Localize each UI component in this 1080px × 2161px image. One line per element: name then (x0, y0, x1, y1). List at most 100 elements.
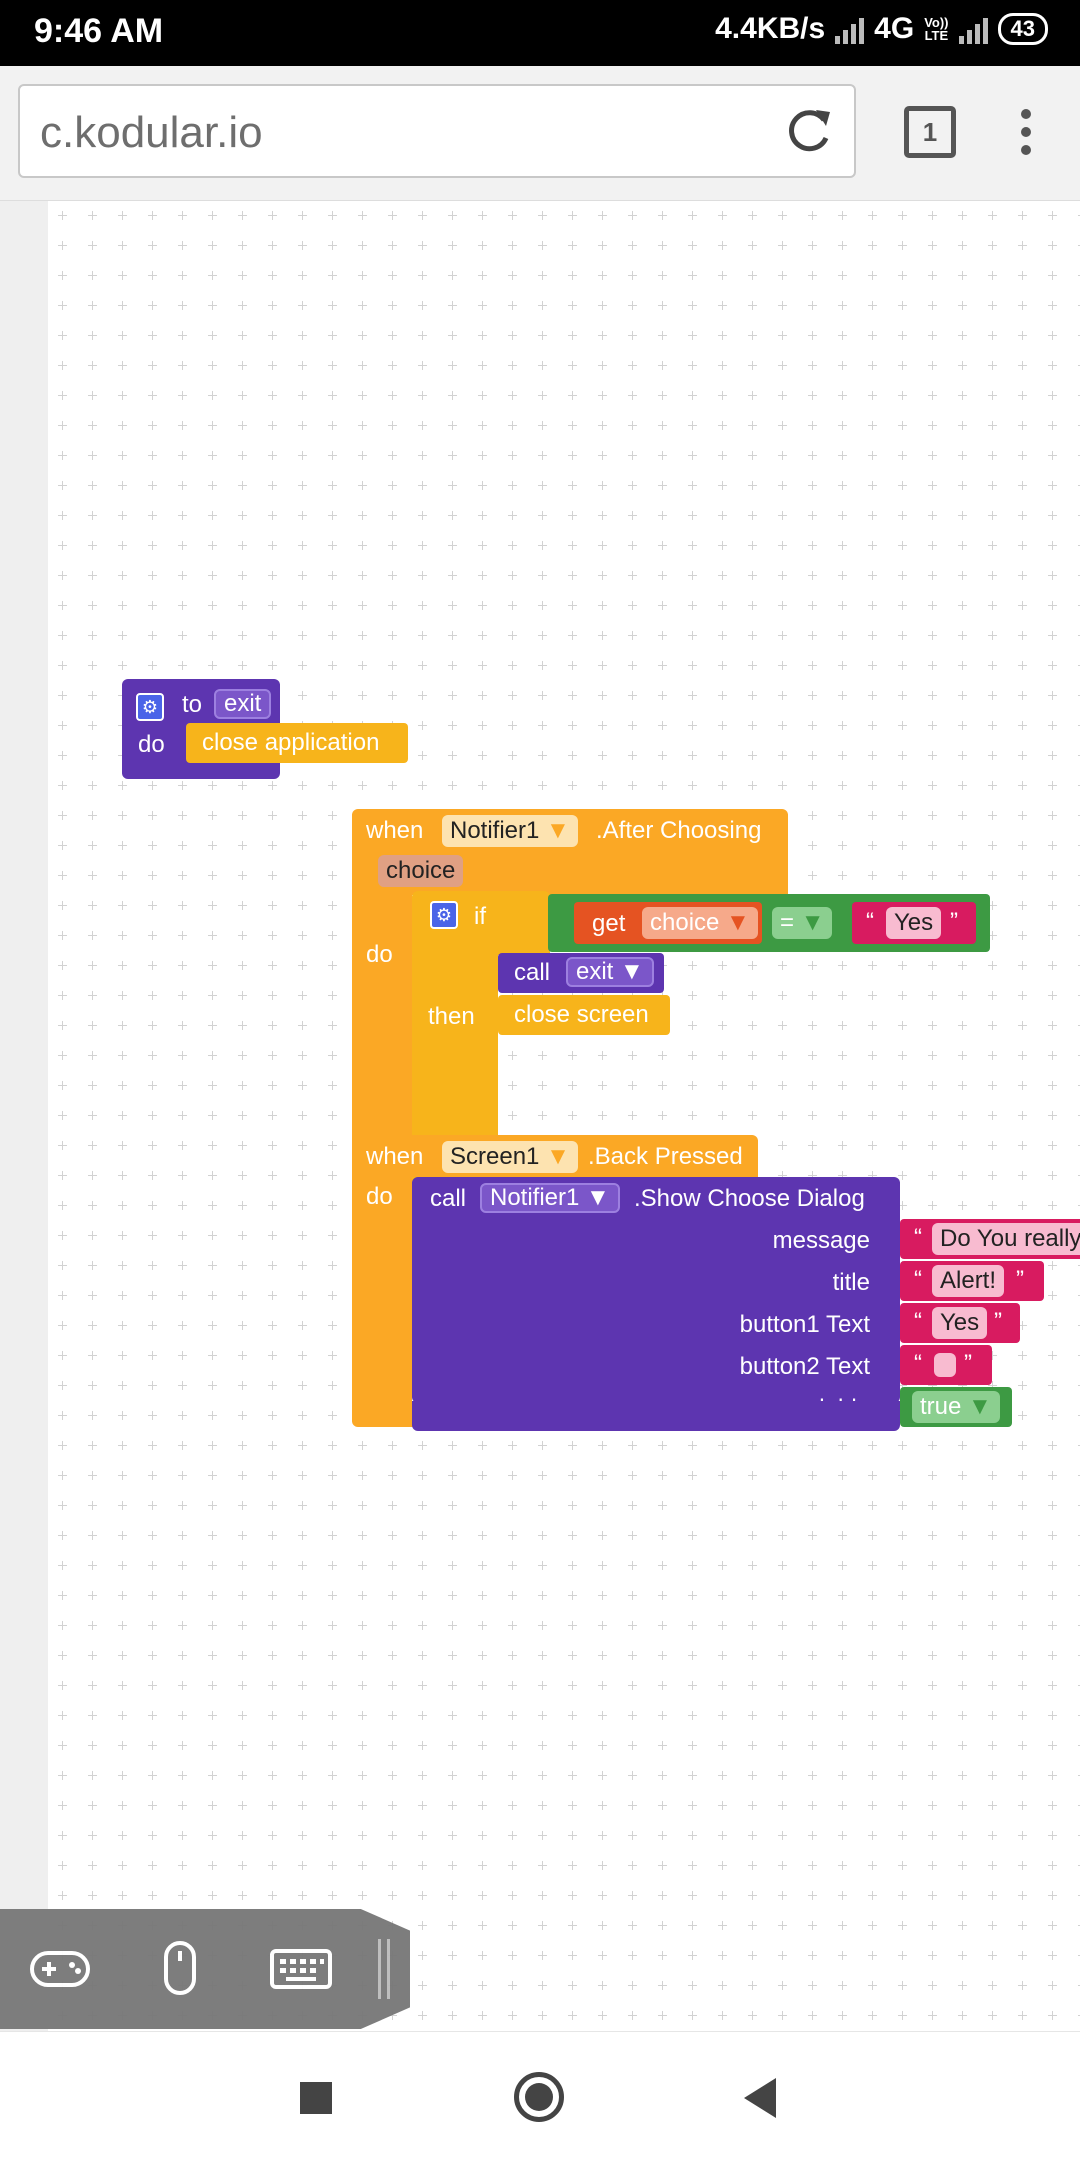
event-block-back-pressed[interactable]: when Screen1 ▼ .Back Pressed (352, 1135, 758, 1177)
signal-icon-2 (958, 14, 988, 44)
arg-label-button1: button1 Text (739, 1311, 870, 1338)
compare-operator-dropdown[interactable]: = ▼ (772, 907, 833, 939)
after-component-text: Notifier1 (450, 817, 540, 844)
call-proc-dropdown[interactable]: exit ▼ (566, 957, 654, 987)
status-bar: 9:46 AM 4.4KB/s 4G Vo))LTE 43 (0, 0, 1080, 66)
back-component-dropdown[interactable]: Screen1 ▼ (442, 1141, 578, 1173)
arg-title-text-block[interactable]: “ Alert! ” (900, 1261, 1044, 1301)
compare-block[interactable]: get choice ▼ = ▼ “ Yes ” (548, 894, 990, 952)
close-screen-label: close screen (514, 1001, 649, 1028)
text-yes-field[interactable]: Yes (886, 907, 942, 939)
volte-top: Vo)) (924, 15, 949, 30)
arg-cancelable-dropdown[interactable]: true ▼ (912, 1391, 1000, 1423)
arg-button1-value[interactable]: Yes (932, 1307, 988, 1339)
proc-name-field[interactable]: exit (214, 689, 272, 719)
arg-title-quote-open: “ (914, 1266, 922, 1293)
arg-button1-text-block[interactable]: “ Yes ” (900, 1303, 1020, 1343)
arg-button2-quote-open: “ (914, 1350, 922, 1377)
arg-title-quote-close: ” (1016, 1266, 1024, 1293)
close-application-label: close application (202, 729, 380, 756)
arg-label-button2: button2 Text (739, 1353, 870, 1380)
volte-bottom: LTE (924, 28, 949, 43)
dialog-notifier-dropdown[interactable]: Notifier1 ▼ (480, 1183, 620, 1213)
gear-icon[interactable]: ⚙ (136, 693, 164, 721)
if-label: if (474, 903, 486, 930)
after-when-label: when (366, 817, 424, 844)
quote-close: ” (950, 908, 958, 935)
overflow-menu-icon[interactable] (1014, 104, 1038, 168)
blocks-workspace[interactable]: ⚙ to exit do close application when Noti… (0, 201, 1080, 2031)
chevron-down-icon: ▼ (620, 958, 644, 985)
chevron-down-icon: ▼ (546, 817, 570, 844)
back-do-body: do (352, 1177, 412, 1407)
get-label: get (592, 910, 626, 937)
after-param-choice[interactable]: choice (378, 855, 464, 887)
arg-message-quote-open: “ (914, 1224, 922, 1251)
back-event-label: .Back Pressed (588, 1143, 743, 1170)
show-choose-dialog-block[interactable]: call Notifier1 ▼ .Show Choose Dialog mes… (412, 1177, 900, 1422)
quote-open: “ (866, 908, 874, 935)
close-screen-block[interactable]: close screen (498, 995, 670, 1035)
system-nav-bar (0, 2031, 1080, 2161)
get-var-dropdown[interactable]: choice ▼ (642, 907, 758, 939)
status-indicators: 4.4KB/s 4G Vo))LTE 43 (715, 12, 1048, 46)
chevron-down-icon: ▼ (546, 1143, 570, 1170)
arg-message-value[interactable]: Do You really (932, 1223, 1080, 1255)
gamepad-icon[interactable] (28, 1939, 92, 1999)
volte-icon: Vo))LTE (924, 16, 948, 42)
network-type: 4G (874, 12, 915, 45)
dialog-notifier-text: Notifier1 (490, 1184, 580, 1211)
chevron-down-icon: ▼ (726, 909, 750, 936)
arg-button1-quote-close: ” (994, 1308, 1002, 1335)
close-application-block[interactable]: close application (186, 723, 408, 763)
home-icon[interactable] (514, 2072, 564, 2122)
chevron-down-icon: ▼ (586, 1184, 610, 1211)
workspace-edge (0, 201, 48, 2031)
signal-icon (835, 14, 865, 44)
mouse-icon[interactable] (160, 1939, 200, 1999)
status-time: 9:46 AM (34, 12, 164, 50)
dialog-method-label: .Show Choose Dialog (634, 1185, 865, 1212)
keyboard-icon[interactable] (270, 1939, 332, 1999)
proc-to-label: to (182, 691, 203, 718)
arg-cancelable-bool-block[interactable]: true ▼ (900, 1387, 1012, 1427)
arg-button1-quote-open: “ (914, 1308, 922, 1335)
call-label: call (514, 959, 551, 986)
then-label: then (428, 1003, 475, 1030)
dialog-call-label: call (430, 1185, 467, 1212)
call-proc-text: exit (576, 958, 614, 985)
arg-cancelable-value: true (920, 1393, 962, 1420)
workspace-grid (48, 201, 1080, 2031)
pad-drag-handle[interactable] (378, 1939, 390, 1999)
call-exit-block[interactable]: call exit ▼ (498, 953, 664, 993)
tab-switcher-button[interactable]: 1 (904, 106, 956, 158)
back-do-label: do (366, 1183, 393, 1210)
battery-icon: 43 (997, 13, 1048, 45)
arg-title-value[interactable]: Alert! (932, 1265, 1005, 1297)
event-block-after-choosing[interactable]: when Notifier1 ▼ .After Choosing choice (352, 809, 788, 895)
operator-text: = (780, 909, 795, 936)
url-text: c.kodular.io (40, 108, 263, 157)
arg-button2-value[interactable] (934, 1353, 956, 1377)
arg-button2-text-block[interactable]: “ ” (900, 1345, 992, 1385)
get-var-text: choice (650, 909, 720, 936)
gear-icon[interactable]: ⚙ (430, 901, 458, 929)
get-variable-block[interactable]: get choice ▼ (574, 902, 762, 944)
back-icon[interactable] (744, 2078, 776, 2118)
chevron-down-icon: ▼ (968, 1393, 992, 1420)
reload-icon[interactable] (780, 104, 836, 160)
arg-button2-quote-close: ” (964, 1350, 972, 1377)
recents-icon[interactable] (300, 2082, 332, 2114)
dialog-block-tail (412, 1401, 900, 1431)
after-component-dropdown[interactable]: Notifier1 ▼ (442, 815, 578, 847)
input-mode-pad (0, 1909, 410, 2029)
if-block[interactable]: ⚙ if (412, 891, 550, 955)
address-bar[interactable]: c.kodular.io (18, 84, 856, 178)
arg-message-text-block[interactable]: “ Do You really (900, 1219, 1080, 1259)
back-when-label: when (366, 1143, 424, 1170)
browser-toolbar: c.kodular.io 1 (0, 66, 1080, 201)
text-block-yes[interactable]: “ Yes ” (852, 902, 976, 944)
back-component-text: Screen1 (450, 1143, 540, 1170)
after-do-label: do (366, 941, 393, 968)
network-speed: 4.4KB/s (715, 12, 826, 45)
